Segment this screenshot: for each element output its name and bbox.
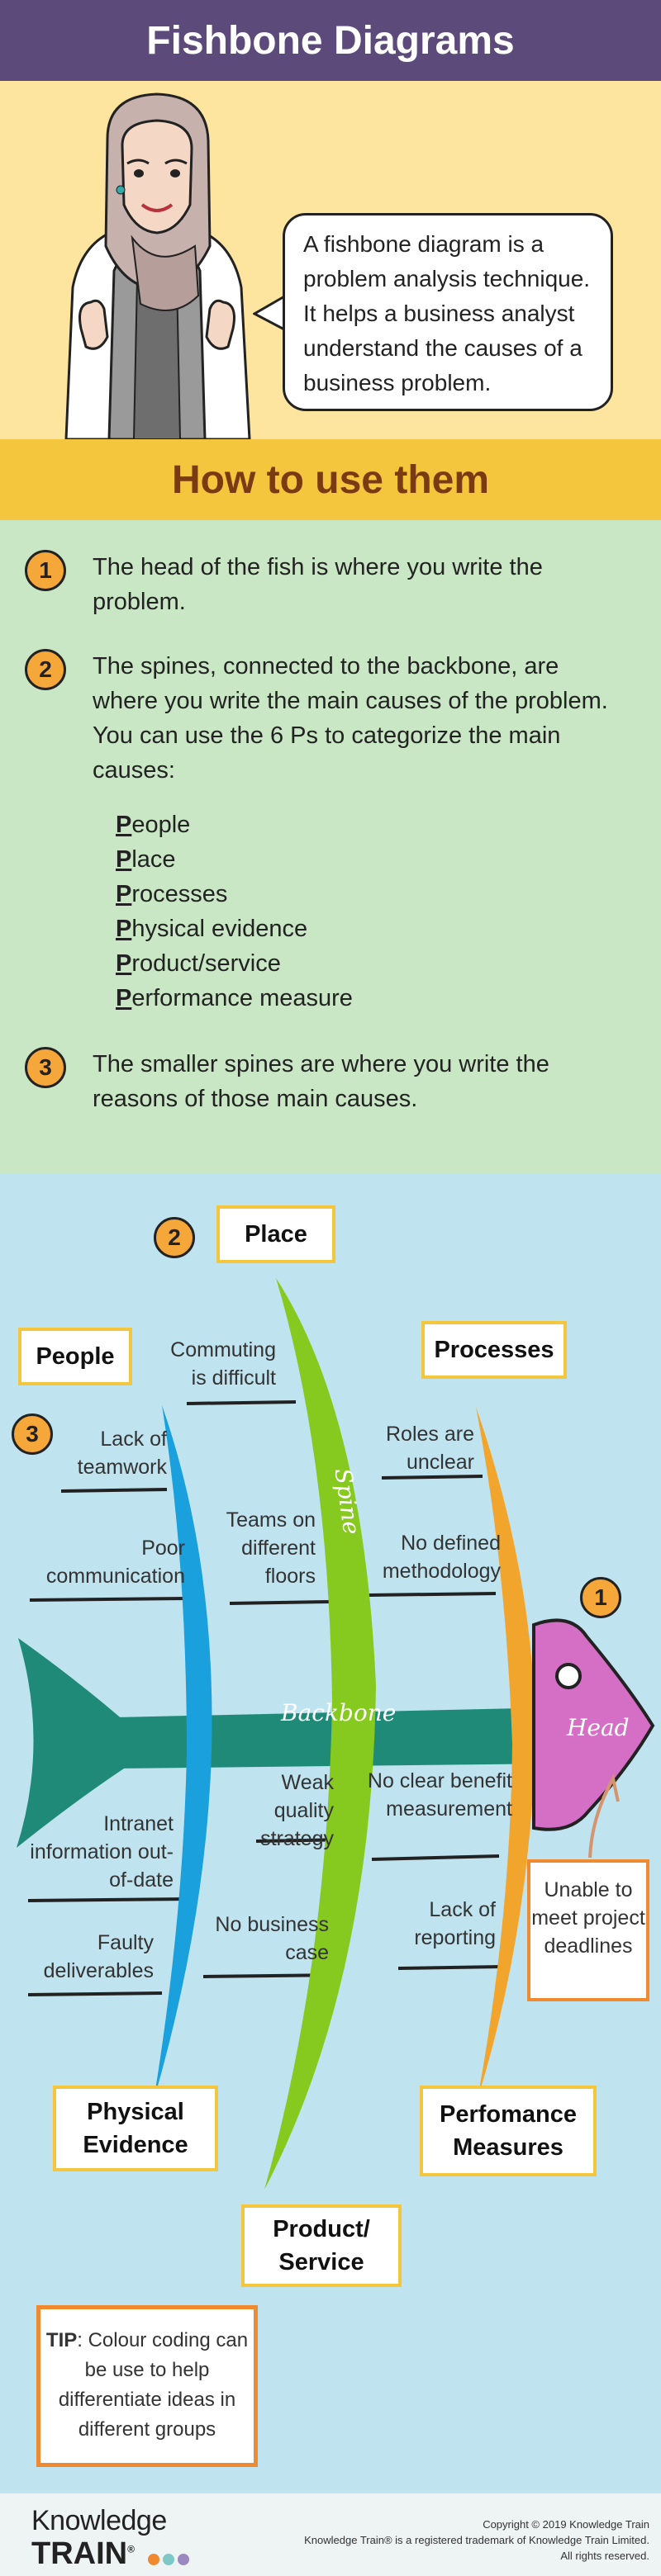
problem-box: Unable to meet project deadlines <box>527 1859 649 2001</box>
cause-intranet: Intranet information out-of-date <box>30 1812 174 1892</box>
fishbone-diagram: Spine Backbone Head 2 3 1 Place People P… <box>0 1174 661 2493</box>
speech-bubble: A fishbone diagram is a problem analysis… <box>283 213 613 411</box>
diagram-number-2: 2 <box>154 1217 195 1258</box>
spine-green <box>264 1278 376 2190</box>
cause-lack-of-reporting: Lack of reporting <box>414 1898 496 1949</box>
analyst-illustration <box>64 92 251 439</box>
diagram-number-1: 1 <box>580 1577 621 1618</box>
list-item: Product/service <box>116 950 281 977</box>
diagram-number-3: 3 <box>12 1413 53 1455</box>
fishbone-drawing <box>17 1278 655 2190</box>
how-to-use-heading: How to use them <box>0 439 661 520</box>
logo-train: TRAIN® <box>31 2536 135 2571</box>
spine-orange <box>476 1407 535 2099</box>
logo-dots-icon <box>148 2554 189 2565</box>
cause-no-benefit: No clear benefit measurement <box>367 1769 512 1821</box>
list-item: People <box>116 812 191 838</box>
steps-section: 1 The head of the fish is where you writ… <box>0 520 661 1174</box>
category-place: Place <box>216 1205 335 1263</box>
spine-blue <box>154 1405 212 2100</box>
head-label: Head <box>567 1714 630 1741</box>
cause-roles-unclear: Roles are unclear <box>386 1423 474 1474</box>
cause-poor-communication: Poor communication <box>45 1537 185 1588</box>
step-number-1: 1 <box>25 550 66 591</box>
cause-faulty-deliverables: Faulty deliverables <box>43 1931 154 1982</box>
speech-bubble-tail <box>253 294 287 332</box>
logo-knowledge: Knowledge <box>31 2505 167 2536</box>
category-people: People <box>18 1328 132 1385</box>
cause-weak-quality: Weak quality strategy <box>260 1771 334 1850</box>
step-3-text: The smaller spines are where you write t… <box>93 1051 549 1112</box>
cause-no-methodology: No defined methodology <box>382 1532 501 1583</box>
category-physical-evidence: Physical Evidence <box>53 2086 218 2171</box>
six-ps-list: People Place Processes Physical evidence… <box>116 807 353 1016</box>
fish-tail <box>17 1638 124 1848</box>
step-number-3: 3 <box>25 1047 66 1088</box>
step-number-2: 2 <box>25 649 66 690</box>
cause-teamwork: Lack of teamwork <box>77 1428 167 1479</box>
backbone-label: Backbone <box>281 1699 397 1726</box>
tip-label: TIP <box>45 2329 78 2351</box>
step-2-text: The spines, connected to the backbone, a… <box>93 653 608 784</box>
footer-copyright: Copyright © 2019 Knowledge Train Knowled… <box>304 2518 649 2562</box>
cause-commuting: Commuting is difficult <box>170 1338 276 1390</box>
cause-no-business-case: No business case <box>215 1913 329 1964</box>
list-item: Place <box>116 846 176 873</box>
category-processes: Processes <box>421 1321 567 1379</box>
footer: Knowledge TRAIN® Copyright © 2019 Knowle… <box>0 2493 661 2576</box>
tip-text: : Colour coding can be use to help diffe… <box>58 2329 249 2441</box>
category-performance-measures: Perfomance Measures <box>420 2086 597 2176</box>
tip-box: TIP: Colour coding can be use to help di… <box>36 2305 258 2467</box>
step-1-text: The head of the fish is where you write … <box>93 554 543 615</box>
page-title: Fishbone Diagrams <box>0 0 661 81</box>
list-item: Performance measure <box>116 985 353 1011</box>
list-item: Physical evidence <box>116 916 308 942</box>
list-item: Processes <box>116 881 228 907</box>
cause-teams-floors: Teams on different floors <box>226 1508 316 1588</box>
category-product-service: Product/ Service <box>241 2204 402 2287</box>
intro-section: A fishbone diagram is a problem analysis… <box>0 81 661 439</box>
